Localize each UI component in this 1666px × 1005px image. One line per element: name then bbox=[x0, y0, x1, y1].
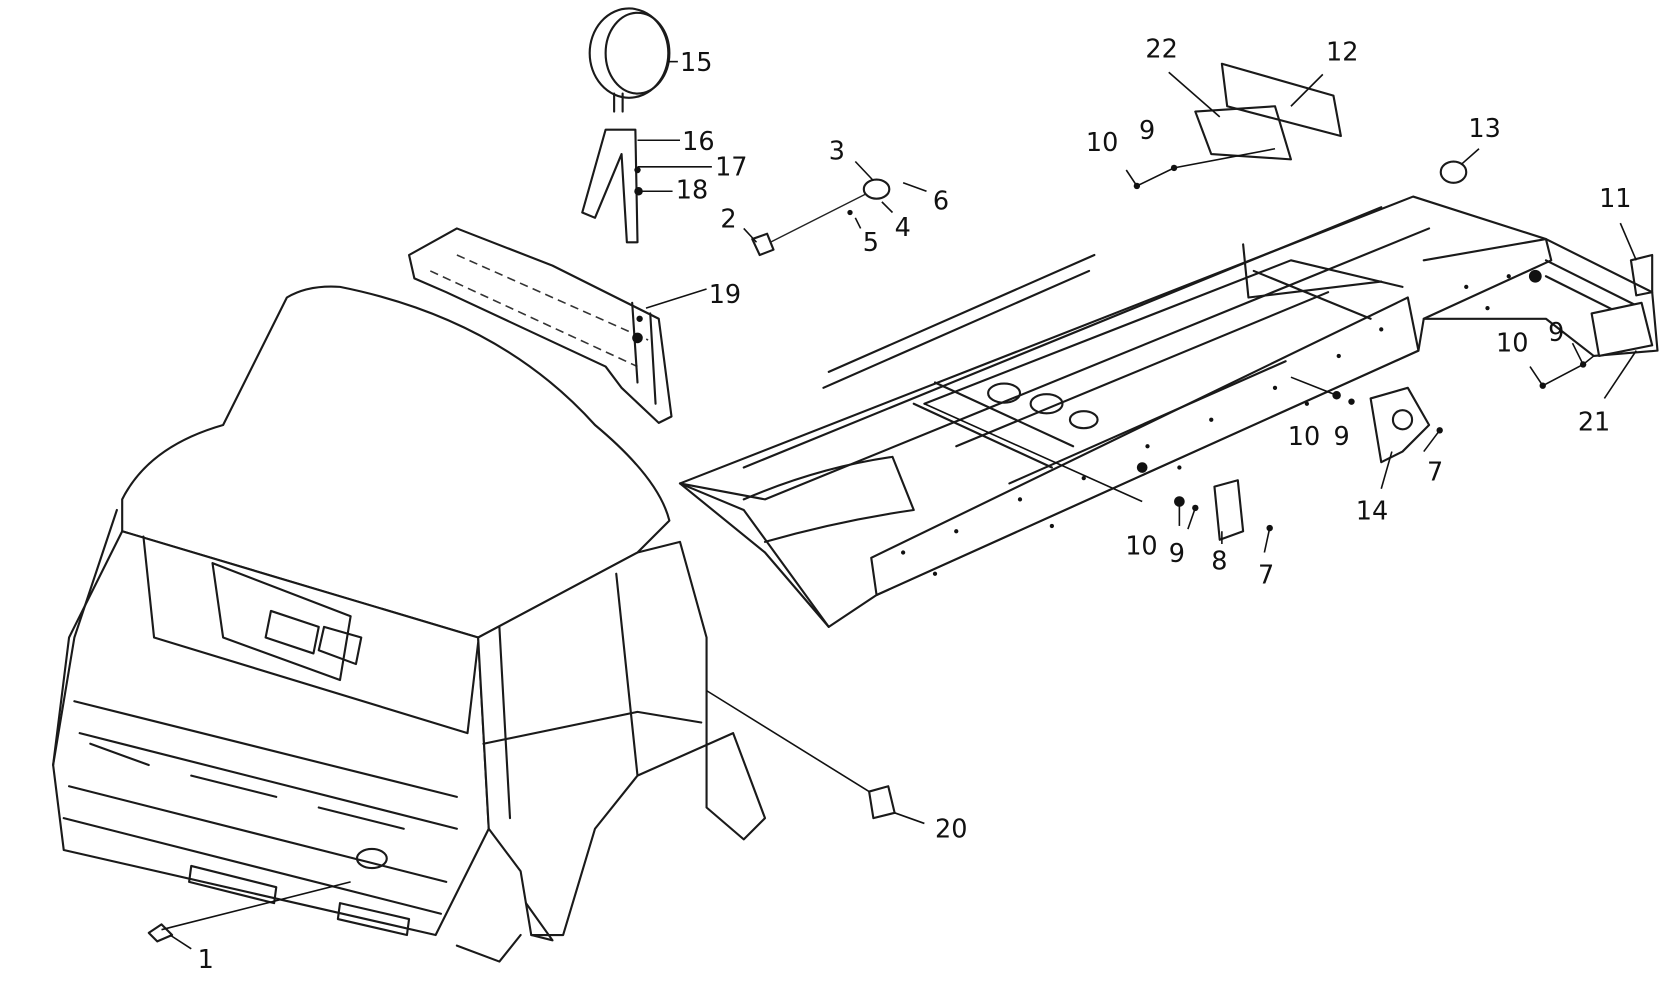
callout-3: 3 bbox=[829, 136, 845, 166]
callout-12: 12 bbox=[1326, 38, 1358, 68]
callout-15: 15 bbox=[680, 48, 712, 78]
truck-cab bbox=[52, 285, 767, 963]
callout-9: 9 bbox=[1333, 422, 1349, 452]
callout-11: 11 bbox=[1599, 184, 1631, 214]
callout-1: 1 bbox=[198, 945, 214, 975]
callout-10: 10 bbox=[1288, 422, 1320, 452]
callout-9: 9 bbox=[1139, 116, 1155, 146]
callout-19: 19 bbox=[709, 280, 741, 310]
callout-7: 7 bbox=[1258, 560, 1274, 590]
callout-16: 16 bbox=[682, 127, 714, 157]
callout-10: 10 bbox=[1086, 128, 1118, 158]
callout-20: 20 bbox=[935, 814, 967, 844]
work-lamp bbox=[581, 7, 671, 244]
roof-bracket bbox=[408, 227, 673, 424]
callout-10: 10 bbox=[1496, 329, 1528, 359]
callout-14: 14 bbox=[1356, 497, 1388, 527]
callout-4: 4 bbox=[895, 213, 911, 243]
callout-10: 10 bbox=[1125, 532, 1157, 562]
callout-8: 8 bbox=[1211, 547, 1227, 577]
callout-6: 6 bbox=[933, 186, 949, 216]
callout-2: 2 bbox=[720, 204, 736, 234]
callout-5: 5 bbox=[863, 228, 879, 258]
callout-21: 21 bbox=[1578, 407, 1610, 437]
chassis-frame bbox=[678, 195, 1659, 628]
leader-lines bbox=[161, 60, 1637, 950]
callout-22: 22 bbox=[1145, 34, 1177, 64]
callout-7: 7 bbox=[1427, 457, 1443, 487]
small-parts bbox=[147, 62, 1587, 943]
callout-9: 9 bbox=[1169, 539, 1185, 569]
callout-9: 9 bbox=[1548, 318, 1564, 348]
callout-17: 17 bbox=[715, 152, 747, 182]
callout-18: 18 bbox=[676, 176, 708, 206]
callout-labels: 15 16 17 18 3 6 4 5 2 19 22 12 10 9 13 1… bbox=[198, 34, 1632, 975]
callout-13: 13 bbox=[1468, 114, 1500, 144]
